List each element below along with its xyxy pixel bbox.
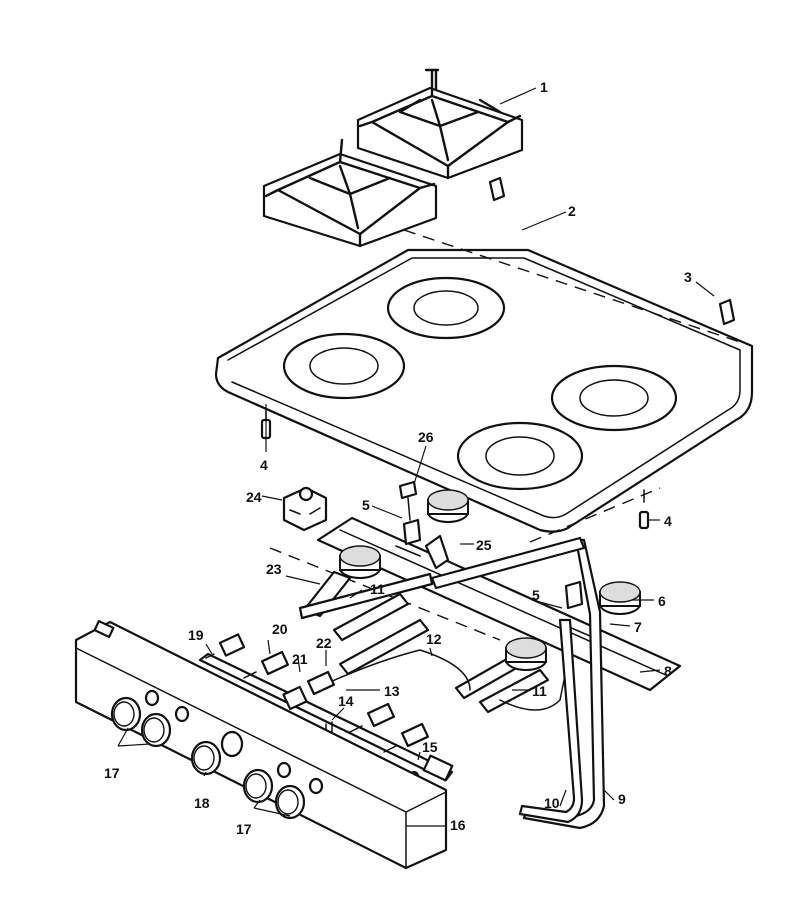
control-knob-2 bbox=[140, 712, 172, 748]
callout-7: 7 bbox=[634, 619, 642, 635]
callout-5-rear: 5 bbox=[362, 497, 370, 513]
grate-clip-side bbox=[718, 298, 736, 326]
callout-3: 3 bbox=[684, 269, 692, 285]
callout-22: 22 bbox=[316, 635, 332, 651]
callout-5-front: 5 bbox=[532, 587, 540, 603]
valve-2 bbox=[243, 650, 290, 679]
rear-gas-pipe bbox=[298, 536, 586, 620]
callout-21: 21 bbox=[292, 651, 308, 667]
valve-switch bbox=[282, 685, 308, 711]
callout-26: 26 bbox=[418, 429, 434, 445]
burner-head-rear-left bbox=[427, 489, 469, 523]
control-knob-1 bbox=[110, 696, 142, 732]
callout-16: 16 bbox=[450, 817, 466, 833]
callout-10: 10 bbox=[544, 795, 560, 811]
control-knob-4 bbox=[242, 768, 274, 804]
callout-4-right: 4 bbox=[664, 513, 672, 529]
valve-1 bbox=[205, 633, 246, 659]
igniter-electrode bbox=[398, 480, 418, 521]
valve-4 bbox=[349, 702, 396, 733]
control-knob-5 bbox=[274, 784, 306, 820]
control-panel bbox=[74, 619, 448, 870]
callout-15: 15 bbox=[422, 739, 438, 755]
callout-14: 14 bbox=[338, 693, 354, 709]
callout-8: 8 bbox=[664, 663, 672, 679]
callout-25: 25 bbox=[476, 537, 492, 553]
callout-17-right: 17 bbox=[236, 821, 252, 837]
callout-6: 6 bbox=[658, 593, 666, 609]
igniter-bracket-rear bbox=[395, 518, 422, 557]
callout-17-left: 17 bbox=[104, 765, 120, 781]
callout-12: 12 bbox=[426, 631, 442, 647]
callout-9: 9 bbox=[618, 791, 626, 807]
callout-13: 13 bbox=[384, 683, 400, 699]
callout-4-left: 4 bbox=[260, 457, 268, 473]
burner-head-rear-right bbox=[599, 581, 641, 615]
callout-11-left: 11 bbox=[370, 581, 385, 597]
gas-supply-tube bbox=[518, 538, 606, 830]
callout-20: 20 bbox=[272, 621, 288, 637]
callout-18: 18 bbox=[194, 795, 210, 811]
callout-2: 2 bbox=[568, 203, 576, 219]
control-knob-3 bbox=[190, 740, 222, 776]
grate-clip-rear bbox=[488, 176, 506, 202]
burner-head-front-left bbox=[339, 545, 381, 579]
valve-5 bbox=[383, 722, 430, 753]
gas-manifold bbox=[198, 652, 454, 782]
burner-grate-rear bbox=[356, 68, 524, 180]
leader-lines bbox=[117, 87, 715, 827]
cooktop-panel bbox=[214, 229, 754, 533]
callout-23: 23 bbox=[266, 561, 282, 577]
callout-19: 19 bbox=[188, 627, 204, 643]
gas-valves bbox=[205, 633, 430, 753]
burner-head-front-right bbox=[505, 637, 547, 671]
burner-grate-front bbox=[262, 138, 438, 248]
callout-11-right: 11 bbox=[532, 683, 547, 699]
callout-24: 24 bbox=[246, 489, 262, 505]
spark-module bbox=[282, 486, 328, 532]
callout-1: 1 bbox=[540, 79, 548, 95]
igniter-wire bbox=[329, 649, 571, 711]
